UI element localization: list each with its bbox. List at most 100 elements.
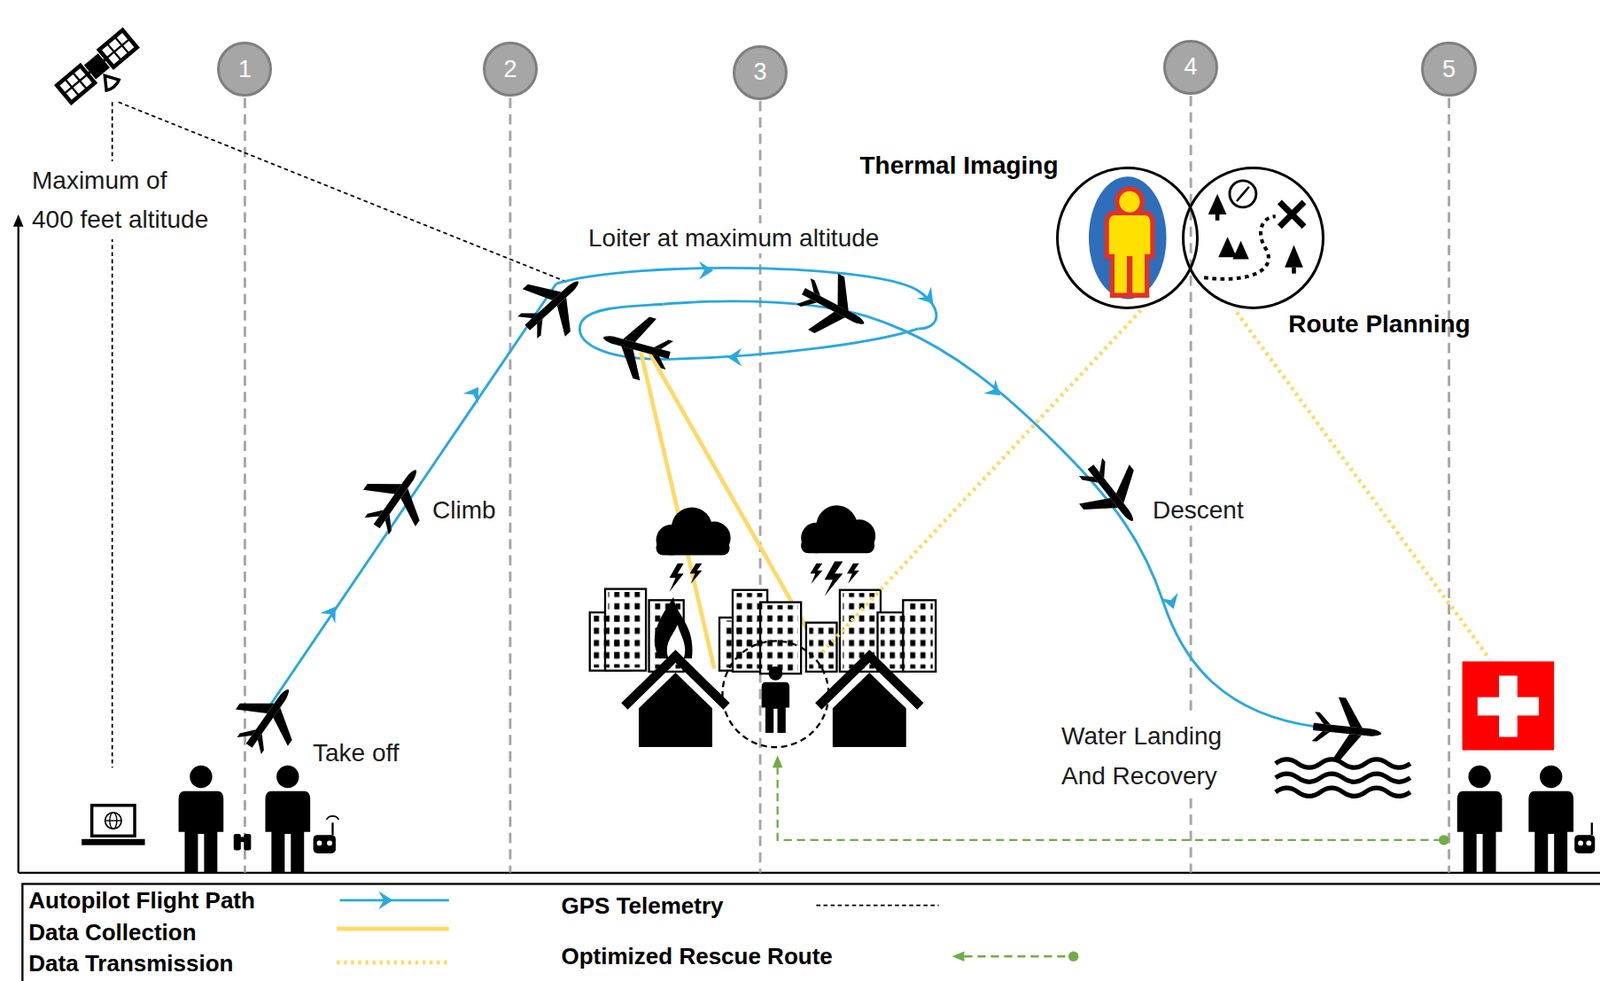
uav-plane-icon bbox=[1065, 447, 1158, 541]
city-buildings bbox=[808, 625, 834, 668]
victim-search-zone bbox=[722, 640, 829, 747]
rescue-route bbox=[1438, 834, 1450, 846]
route-map-icon bbox=[1203, 216, 1276, 280]
legend-entry: Data Collection bbox=[28, 918, 196, 946]
route-map-icon bbox=[1291, 267, 1297, 274]
city-buildings bbox=[906, 603, 933, 669]
phase-guide-line bbox=[759, 100, 762, 873]
callout-number: 3 bbox=[732, 45, 788, 101]
flight-direction-chevron bbox=[699, 261, 714, 280]
laptop-icon bbox=[92, 805, 135, 837]
callout-number: 5 bbox=[1442, 57, 1456, 82]
flight-direction-chevron bbox=[983, 379, 1007, 403]
phase-label: Take off bbox=[310, 737, 402, 769]
storm-cloud bbox=[824, 560, 844, 596]
callout-number: 4 bbox=[1184, 54, 1198, 79]
water-waves bbox=[1275, 787, 1411, 796]
feature-title: Thermal Imaging bbox=[860, 152, 1059, 180]
storm-cloud bbox=[690, 563, 703, 584]
route-map-icon bbox=[1215, 214, 1220, 221]
legend-sample bbox=[1068, 950, 1080, 962]
phase-guide-line bbox=[243, 98, 247, 873]
altitude-note: Maximum of 400 feet altitude bbox=[30, 161, 215, 240]
binoculars-icon bbox=[233, 833, 252, 850]
legend-sample bbox=[336, 960, 450, 965]
remote-controller-icon bbox=[1591, 822, 1593, 835]
legend-entry: Data Transmission bbox=[28, 949, 234, 977]
phase-label: Climb bbox=[430, 495, 498, 526]
thermal-person-icon bbox=[1088, 176, 1167, 299]
laptop-icon bbox=[105, 819, 122, 821]
phase-guide-line bbox=[244, 95, 1449, 873]
satellite-icon bbox=[98, 70, 121, 93]
legend-sample bbox=[378, 891, 393, 910]
victim-search-zone bbox=[761, 666, 790, 733]
altitude-axis bbox=[13, 214, 1600, 873]
thermal-person-icon bbox=[1109, 191, 1151, 294]
uav-plane-icon bbox=[223, 257, 1385, 766]
hospital-cross bbox=[1462, 660, 1555, 750]
callout-number: 1 bbox=[238, 57, 252, 82]
remote-controller-icon bbox=[1585, 840, 1592, 847]
route-map-icon bbox=[1203, 180, 1305, 280]
satellite-icon bbox=[63, 74, 87, 94]
callout-number: 5 bbox=[1421, 41, 1476, 97]
city-buildings bbox=[735, 592, 764, 668]
house-icon bbox=[638, 672, 713, 747]
route-map-icon bbox=[1236, 186, 1250, 202]
hospital-cross bbox=[1477, 697, 1539, 716]
operator-person bbox=[1528, 765, 1574, 873]
feature-title: Route Planning bbox=[1288, 310, 1470, 339]
remote-controller-icon bbox=[313, 815, 340, 854]
hospital-cross bbox=[1462, 660, 1555, 750]
thermal-person-icon bbox=[1109, 191, 1151, 294]
remote-controller-icon bbox=[313, 834, 336, 854]
autopilot-flight-path bbox=[663, 301, 1317, 727]
operator-person bbox=[264, 765, 311, 873]
route-map-icon bbox=[1232, 240, 1249, 260]
city-buildings bbox=[806, 622, 838, 672]
remote-controller-icon bbox=[317, 840, 323, 847]
phase-guide-line bbox=[508, 98, 512, 873]
route-map-icon bbox=[1229, 180, 1257, 208]
legend-sample bbox=[815, 904, 939, 907]
phase-label: Water Landing And Recovery bbox=[1059, 715, 1263, 796]
legend-sample bbox=[952, 950, 965, 962]
flight-direction-chevron bbox=[916, 286, 940, 310]
remote-controller-icon bbox=[331, 822, 334, 835]
water-waves bbox=[1275, 773, 1411, 782]
altitude-axis bbox=[18, 871, 1600, 874]
altitude-axis bbox=[17, 224, 20, 872]
house-icon bbox=[624, 656, 921, 748]
phase-label: Loiter at maximum altitude bbox=[586, 223, 881, 254]
legend-frame bbox=[22, 883, 1600, 981]
storm-cloud bbox=[656, 506, 731, 555]
storm-cloud bbox=[669, 563, 684, 592]
route-map-icon bbox=[1218, 236, 1237, 257]
phase-guide-line bbox=[1447, 98, 1451, 873]
flight-direction-chevron bbox=[462, 381, 486, 404]
city-buildings bbox=[592, 591, 933, 671]
uav-plane-icon bbox=[595, 306, 678, 386]
route-map-icon bbox=[1208, 194, 1304, 274]
binoculars-icon bbox=[239, 836, 247, 842]
satellite-icon bbox=[106, 38, 130, 59]
storm-cloud bbox=[656, 504, 877, 597]
remote-controller-icon bbox=[326, 815, 340, 820]
autopilot-flight-path bbox=[267, 283, 557, 709]
fire-icon bbox=[654, 597, 693, 659]
legend-entry: Autopilot Flight Path bbox=[28, 886, 256, 914]
city-buildings bbox=[607, 591, 643, 668]
satellite-icon bbox=[56, 30, 148, 115]
flight-direction-chevron bbox=[319, 601, 343, 624]
uav-plane-icon bbox=[350, 451, 443, 545]
operator-person bbox=[1457, 765, 1503, 873]
satellite-icon bbox=[87, 58, 107, 75]
altitude-axis bbox=[13, 214, 24, 227]
water-waves bbox=[1275, 759, 1411, 796]
uav-plane-icon bbox=[788, 263, 879, 352]
operator-person bbox=[178, 765, 225, 873]
city-buildings bbox=[590, 589, 936, 675]
legend-sample bbox=[336, 926, 450, 932]
